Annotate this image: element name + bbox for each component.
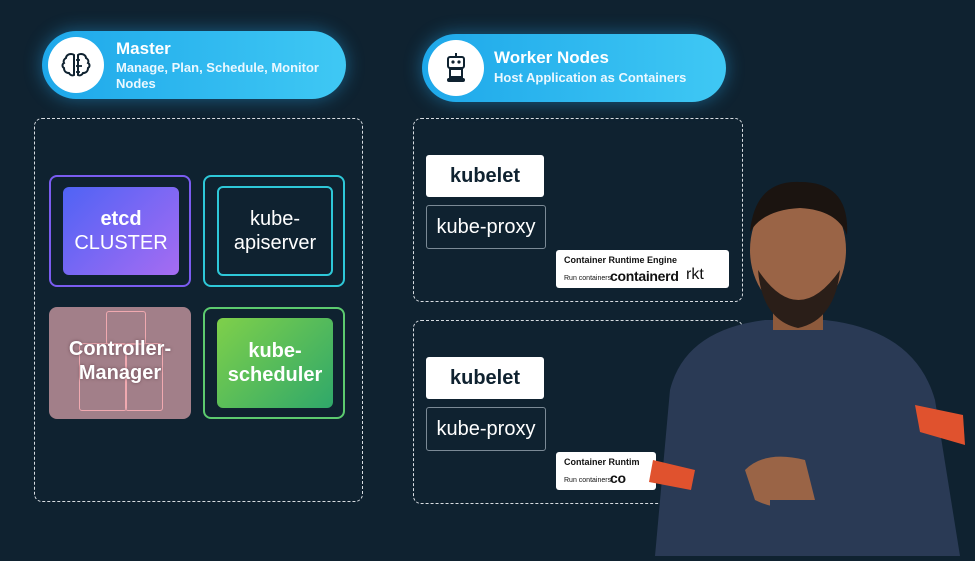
brain-icon (48, 37, 104, 93)
kube-proxy-box: kube-proxy (426, 407, 546, 451)
scheduler-label-line2: scheduler (227, 364, 323, 386)
etcd-cluster: etcd CLUSTER (63, 187, 179, 275)
controller-label-line1: Controller- (68, 338, 172, 360)
worker-title: Worker Nodes (494, 48, 609, 67)
etcd-label: etcd (100, 208, 142, 230)
rkt-logo: rkt (686, 266, 704, 283)
controller-manager-label: Controller- Manager (49, 331, 191, 391)
master-node-box (34, 118, 363, 502)
master-title: Master (116, 39, 171, 58)
container-runtime-engine: Container Runtime Engine Run containers … (556, 250, 729, 288)
controller-label-line2: Manager (78, 362, 162, 384)
robot-icon (428, 40, 484, 96)
presenter-figure (615, 170, 975, 556)
etcd-card: etcd CLUSTER (49, 175, 191, 287)
kube-scheduler: kube- scheduler (217, 318, 333, 408)
cre-title: Container Runtime Engine (564, 255, 678, 265)
kube-apiserver: kube- apiserver (217, 186, 333, 276)
worker-node-box (413, 118, 743, 302)
kubelet-box: kubelet (426, 155, 544, 197)
apiserver-label-line1: kube- (249, 208, 301, 230)
kube-proxy-box: kube-proxy (426, 205, 546, 249)
apiserver-card: kube- apiserver (203, 175, 345, 287)
containerd-logo: co (610, 470, 626, 486)
cre-subtitle: Run containers (564, 477, 612, 484)
etcd-cluster-label: CLUSTER (74, 232, 168, 254)
scheduler-label-line1: kube- (248, 340, 302, 362)
cre-subtitle: Run containers (564, 275, 612, 282)
apiserver-label-line2: apiserver (233, 232, 317, 254)
master-subtitle-line2: Nodes (116, 76, 156, 91)
master-subtitle-line1: Manage, Plan, Schedule, Monitor (116, 60, 319, 75)
containerd-logo: containerd (610, 268, 679, 284)
cre-title: Container Runtim (564, 457, 640, 467)
worker-header: Worker Nodes Host Application as Contain… (422, 34, 726, 102)
gear-shape (125, 343, 163, 411)
scheduler-card: kube- scheduler (203, 307, 345, 419)
controller-manager-card: Controller- Manager (49, 307, 191, 419)
kubelet-box: kubelet (426, 357, 544, 399)
gear-shape (79, 343, 127, 411)
worker-subtitle: Host Application as Containers (494, 70, 687, 85)
container-runtime-engine: Container Runtim Run containers co (556, 452, 656, 490)
master-header: Master Manage, Plan, Schedule, Monitor N… (42, 31, 346, 99)
